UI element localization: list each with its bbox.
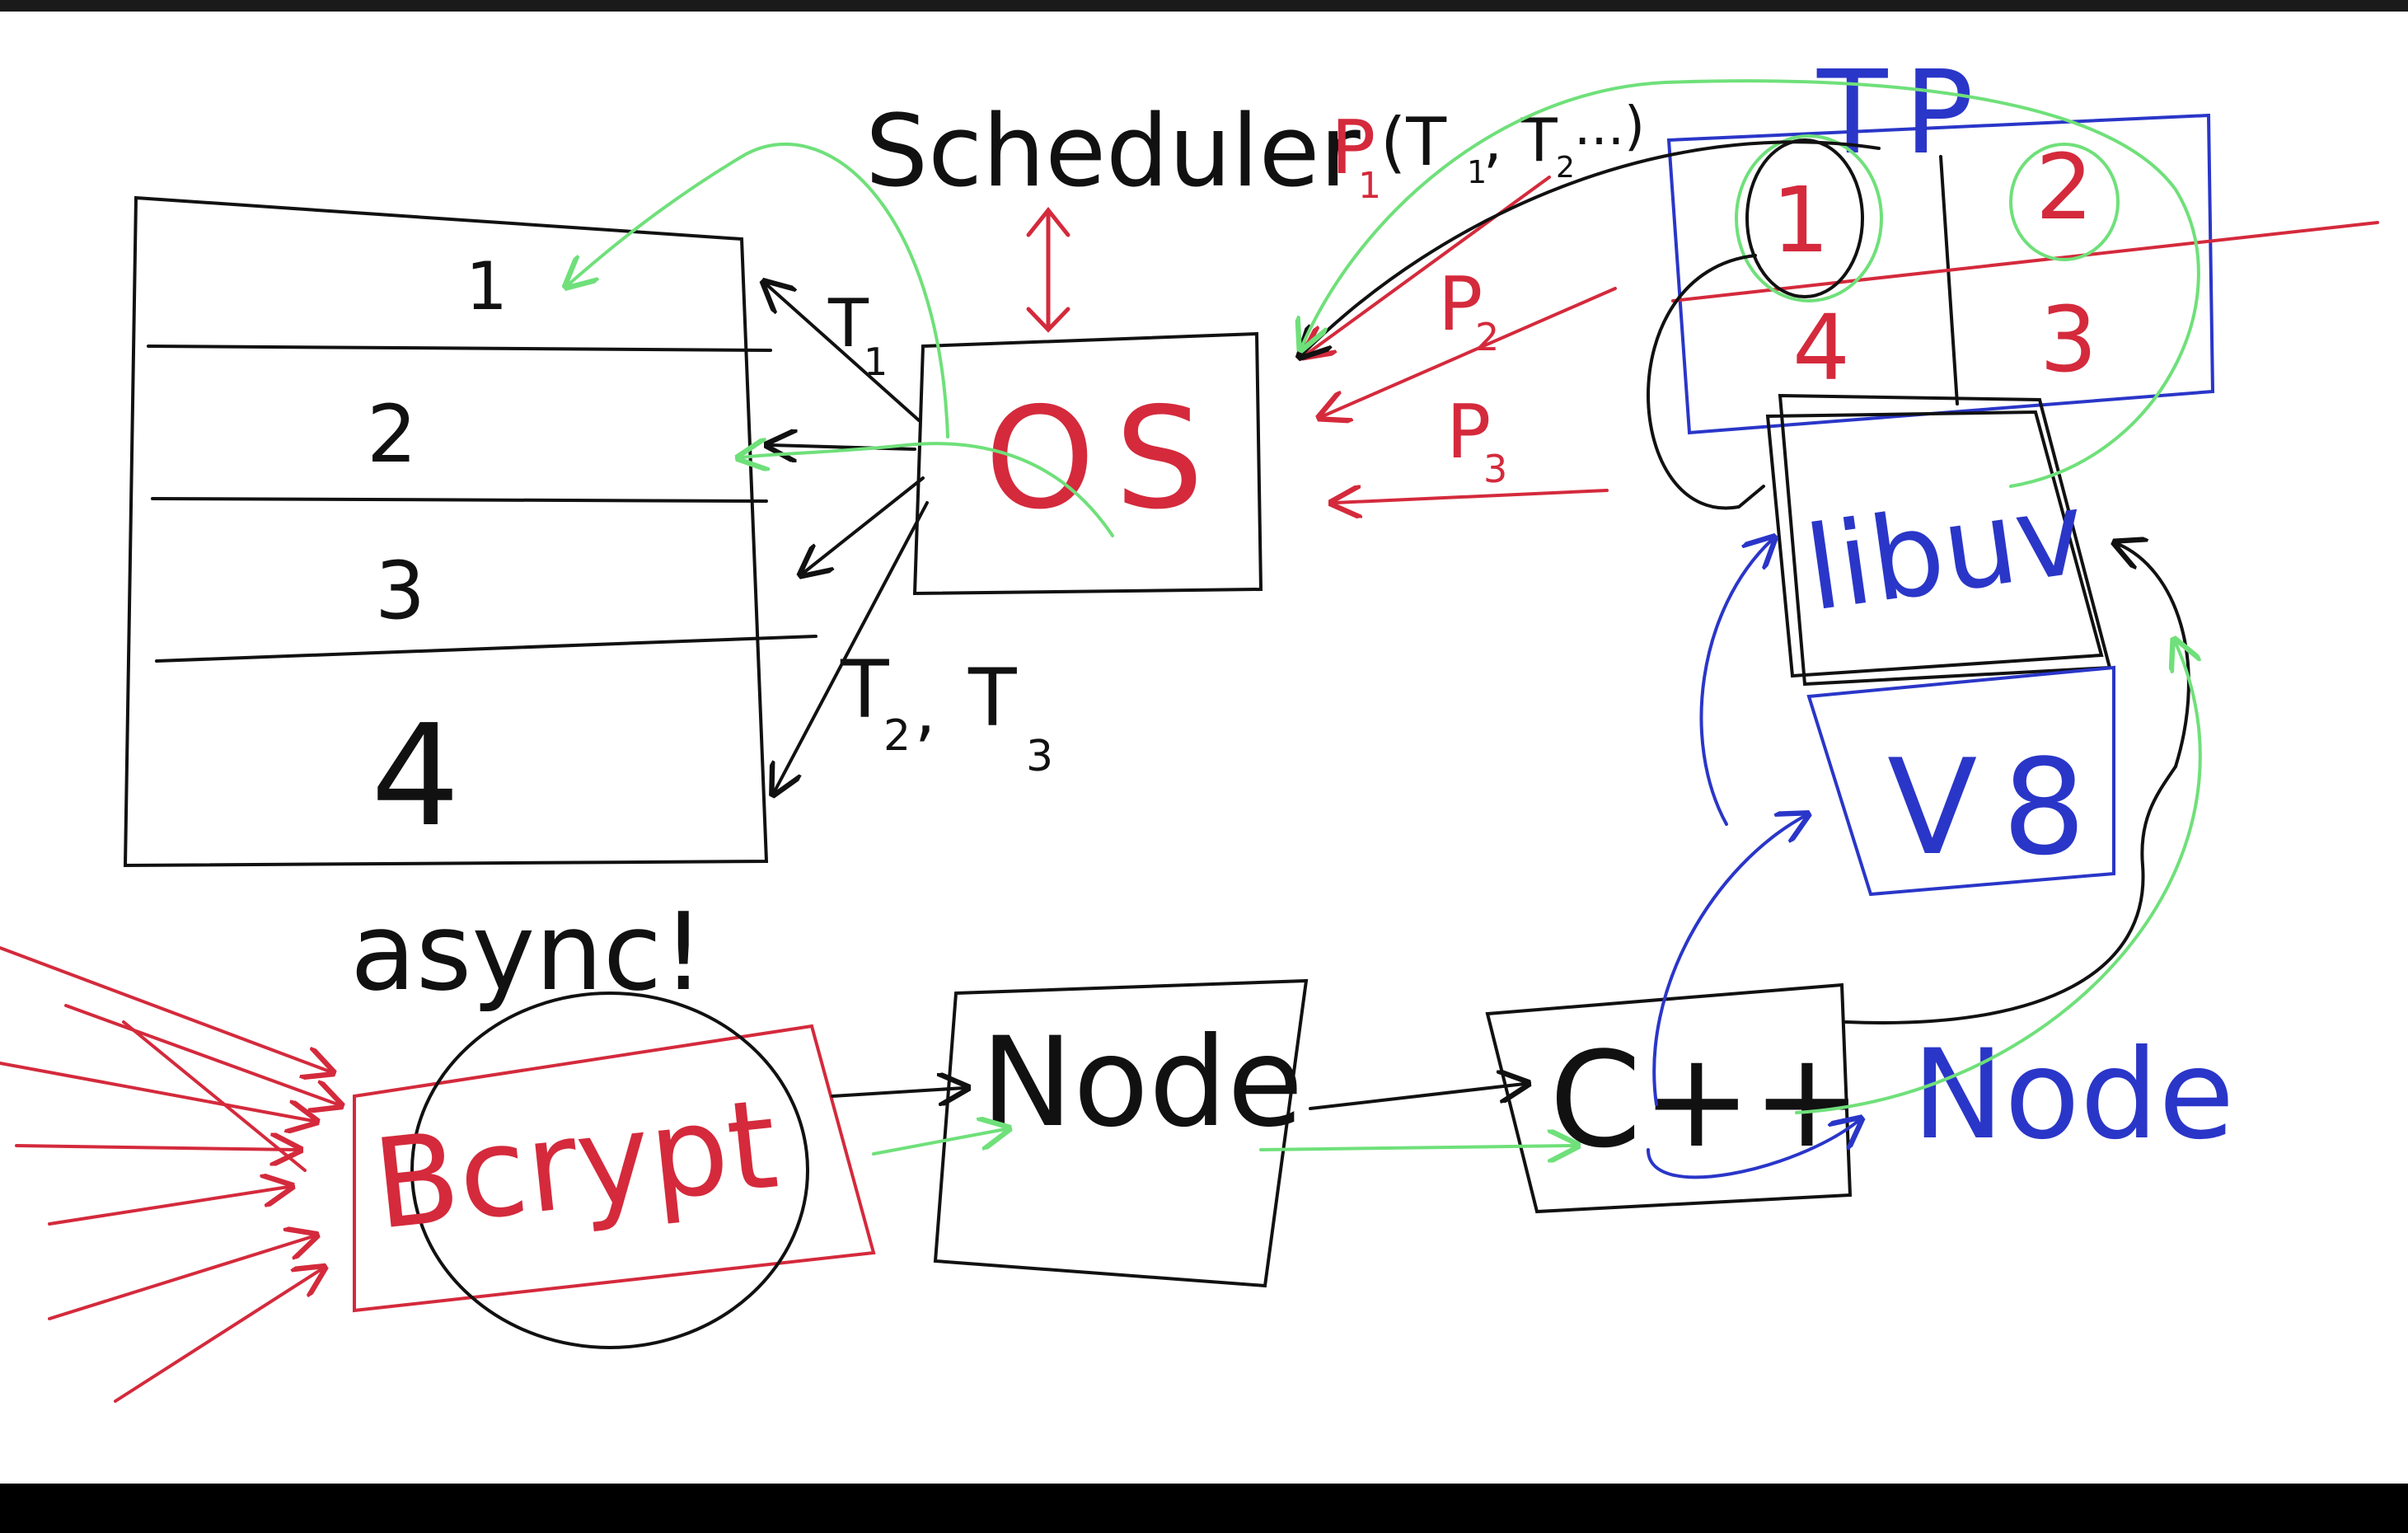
thread-arrows: [766, 284, 929, 791]
node-label-blue: Node: [1912, 1024, 2234, 1167]
scheduler-os-double-arrow: [1026, 206, 1070, 333]
thread-label-comma: ,: [915, 673, 935, 749]
bcrypt-box: [353, 1024, 876, 1313]
process-label-p1-args: (T: [1380, 104, 1447, 180]
process-label-p1-rest-sub: 2: [1556, 151, 1575, 185]
cpu-core-1: 1: [466, 248, 508, 325]
thread-label-t2: T: [840, 644, 889, 736]
process-label-p3: P: [1446, 389, 1491, 476]
thread-label-t1: T: [827, 285, 869, 362]
cpp-label: C++: [1549, 1023, 1862, 1177]
thread-pool-cell-1: 1: [1772, 167, 1829, 273]
thread-pool-cell-4: 4: [1792, 295, 1850, 401]
thread-label-t2-sub: 2: [883, 711, 911, 761]
cpu-core-stack: [123, 195, 818, 868]
thread-pool-cell-2: 2: [2036, 134, 2093, 240]
node-box-label: Node: [981, 1011, 1303, 1155]
process-label-p1-sub: 1: [1358, 165, 1381, 207]
cpu-core-2: 2: [367, 388, 417, 481]
process-label-p1: P: [1331, 105, 1375, 191]
process-label-p2: P: [1438, 261, 1483, 348]
thread-label-t1-sub: 1: [864, 340, 888, 384]
v8-box: [1806, 665, 2115, 897]
process-arrows: [1306, 176, 1617, 503]
thread-pool-circles: [1735, 134, 2120, 302]
whiteboard-area: [0, 12, 2408, 1484]
thread-pool-dividers: [1671, 155, 2379, 406]
process-label-p2-sub: 2: [1475, 315, 1499, 359]
top-frame-bar: [0, 0, 2408, 12]
thread-label-t3: T: [967, 652, 1017, 744]
bcrypt-circle: [410, 992, 809, 1349]
os-box: [912, 331, 1263, 596]
process-label-p1-tail: ...): [1574, 96, 1645, 157]
scheduler-label: Scheduler: [865, 95, 1361, 209]
call-chain-arrows: [831, 140, 2190, 1110]
cpu-core-4: 4: [371, 695, 460, 858]
process-label-p1-args-sub: 1: [1467, 154, 1487, 190]
thread-pool-box: [1666, 113, 2215, 435]
callback-flow-arrows: [569, 79, 2202, 1154]
internal-flow-arrows: [1647, 540, 1858, 1179]
bcrypt-incoming-arrows: [0, 946, 338, 1403]
thread-pool-cell-3: 3: [2040, 287, 2097, 392]
process-label-p3-sub: 3: [1483, 447, 1507, 491]
bottom-frame-bar: [0, 1484, 2408, 1533]
process-label-p1-rest: , T: [1483, 105, 1558, 175]
async-label: async!: [350, 889, 705, 1015]
v8-label: V8: [1887, 730, 2111, 884]
thread-label-t3-sub: 3: [1026, 732, 1053, 781]
node-box: [933, 978, 1309, 1288]
cpu-core-3: 3: [375, 545, 425, 637]
